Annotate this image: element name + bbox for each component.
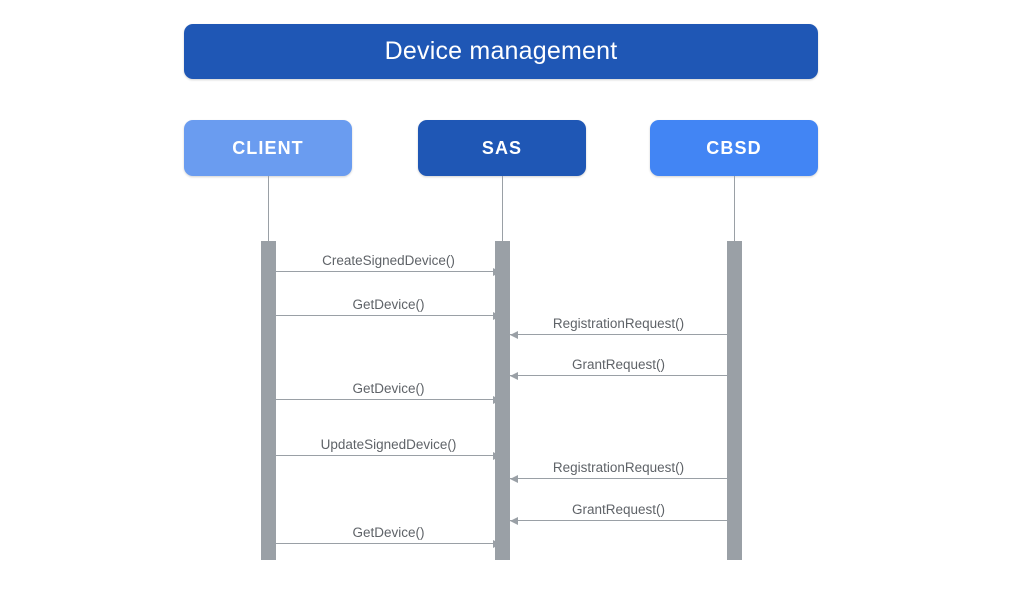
diagram-title-text: Device management	[384, 37, 618, 65]
message-line	[276, 399, 501, 400]
arrowhead-right-icon	[493, 451, 501, 460]
message-get-device-1[interactable]: GetDevice()	[276, 290, 501, 320]
participant-box-cbsd[interactable]: CBSD	[650, 120, 818, 176]
message-label: GetDevice()	[352, 524, 425, 540]
participant-box-client[interactable]: CLIENT	[184, 120, 352, 176]
arrowhead-left-icon	[510, 516, 518, 525]
participant-box-sas[interactable]: SAS	[418, 120, 586, 176]
activation-bar-sas	[495, 241, 510, 560]
message-get-device-3[interactable]: GetDevice()	[276, 518, 501, 548]
activation-bar-client	[261, 241, 276, 560]
message-label: RegistrationRequest()	[552, 315, 685, 331]
message-label: GetDevice()	[352, 380, 425, 396]
message-label: GrantRequest()	[571, 356, 666, 372]
lifeline-sas	[502, 176, 503, 242]
participant-label-sas: SAS	[481, 138, 523, 158]
message-line	[276, 271, 501, 272]
arrowhead-left-icon	[510, 330, 518, 339]
message-label: UpdateSignedDevice()	[320, 436, 457, 452]
message-line	[510, 375, 727, 376]
arrowhead-right-icon	[493, 311, 501, 320]
activation-bar-cbsd	[727, 241, 742, 560]
lifeline-client	[268, 176, 269, 242]
message-line	[510, 520, 727, 521]
message-line	[510, 478, 727, 479]
message-update-signed-device[interactable]: UpdateSignedDevice()	[276, 430, 501, 460]
message-label: CreateSignedDevice()	[322, 252, 455, 268]
diagram-title-banner: Device management	[184, 24, 818, 79]
lifeline-cbsd	[734, 176, 735, 242]
message-line	[276, 543, 501, 544]
participant-label-client: CLIENT	[232, 138, 304, 158]
message-line	[276, 315, 501, 316]
arrowhead-left-icon	[510, 474, 518, 483]
message-label: GetDevice()	[352, 296, 425, 312]
participant-label-cbsd: CBSD	[706, 138, 762, 158]
message-get-device-2[interactable]: GetDevice()	[276, 374, 501, 404]
message-label: GrantRequest()	[571, 501, 666, 517]
message-label: RegistrationRequest()	[552, 459, 685, 475]
arrowhead-left-icon	[510, 371, 518, 380]
arrowhead-right-icon	[493, 539, 501, 548]
message-grant-request-1[interactable]: GrantRequest()	[510, 350, 727, 380]
message-registration-request-1[interactable]: RegistrationRequest()	[510, 309, 727, 339]
message-create-signed-device[interactable]: CreateSignedDevice()	[276, 246, 501, 276]
message-grant-request-2[interactable]: GrantRequest()	[510, 495, 727, 525]
arrowhead-right-icon	[493, 395, 501, 404]
arrowhead-right-icon	[493, 267, 501, 276]
message-line	[510, 334, 727, 335]
message-registration-request-2[interactable]: RegistrationRequest()	[510, 453, 727, 483]
message-line	[276, 455, 501, 456]
